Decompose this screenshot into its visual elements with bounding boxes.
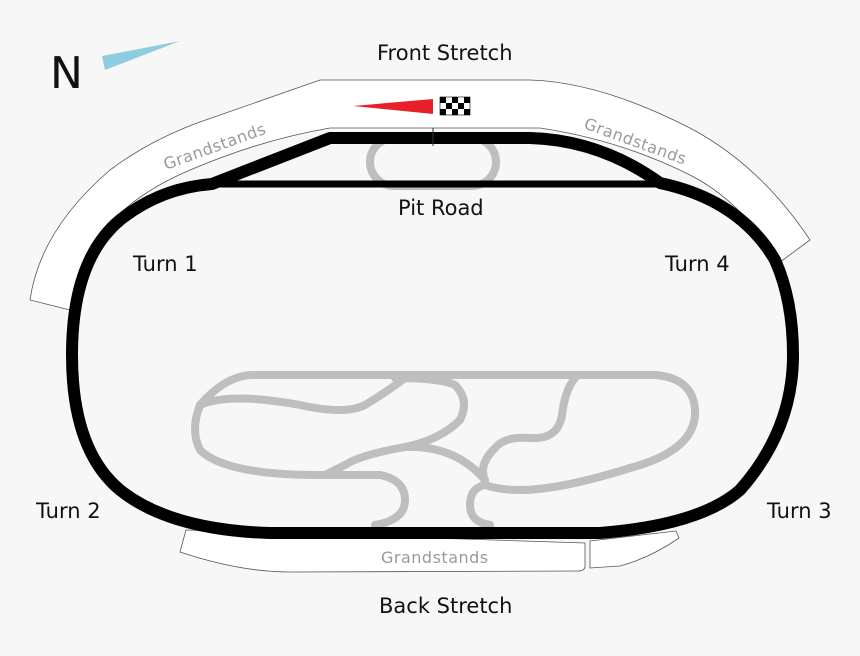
pit-road-label: Pit Road bbox=[398, 196, 484, 220]
north-label: N bbox=[50, 48, 83, 99]
back-grandstands bbox=[179, 529, 586, 573]
back-grandstands-small bbox=[589, 530, 680, 569]
back-stretch-label: Back Stretch bbox=[379, 594, 512, 618]
start-direction-arrow-icon bbox=[353, 99, 433, 114]
oval-track bbox=[66, 132, 799, 539]
grandstands-back-label: Grandstands bbox=[381, 548, 489, 567]
turn4-label: Turn 4 bbox=[664, 252, 730, 276]
front-stretch-label: Front Stretch bbox=[377, 41, 513, 65]
turn1-label: Turn 1 bbox=[132, 252, 198, 276]
north-arrow-icon bbox=[102, 41, 180, 70]
infield-road-course bbox=[191, 371, 700, 529]
turn3-label: Turn 3 bbox=[766, 499, 832, 523]
checkered-flag-icon bbox=[439, 96, 471, 116]
turn2-label: Turn 2 bbox=[35, 499, 101, 523]
